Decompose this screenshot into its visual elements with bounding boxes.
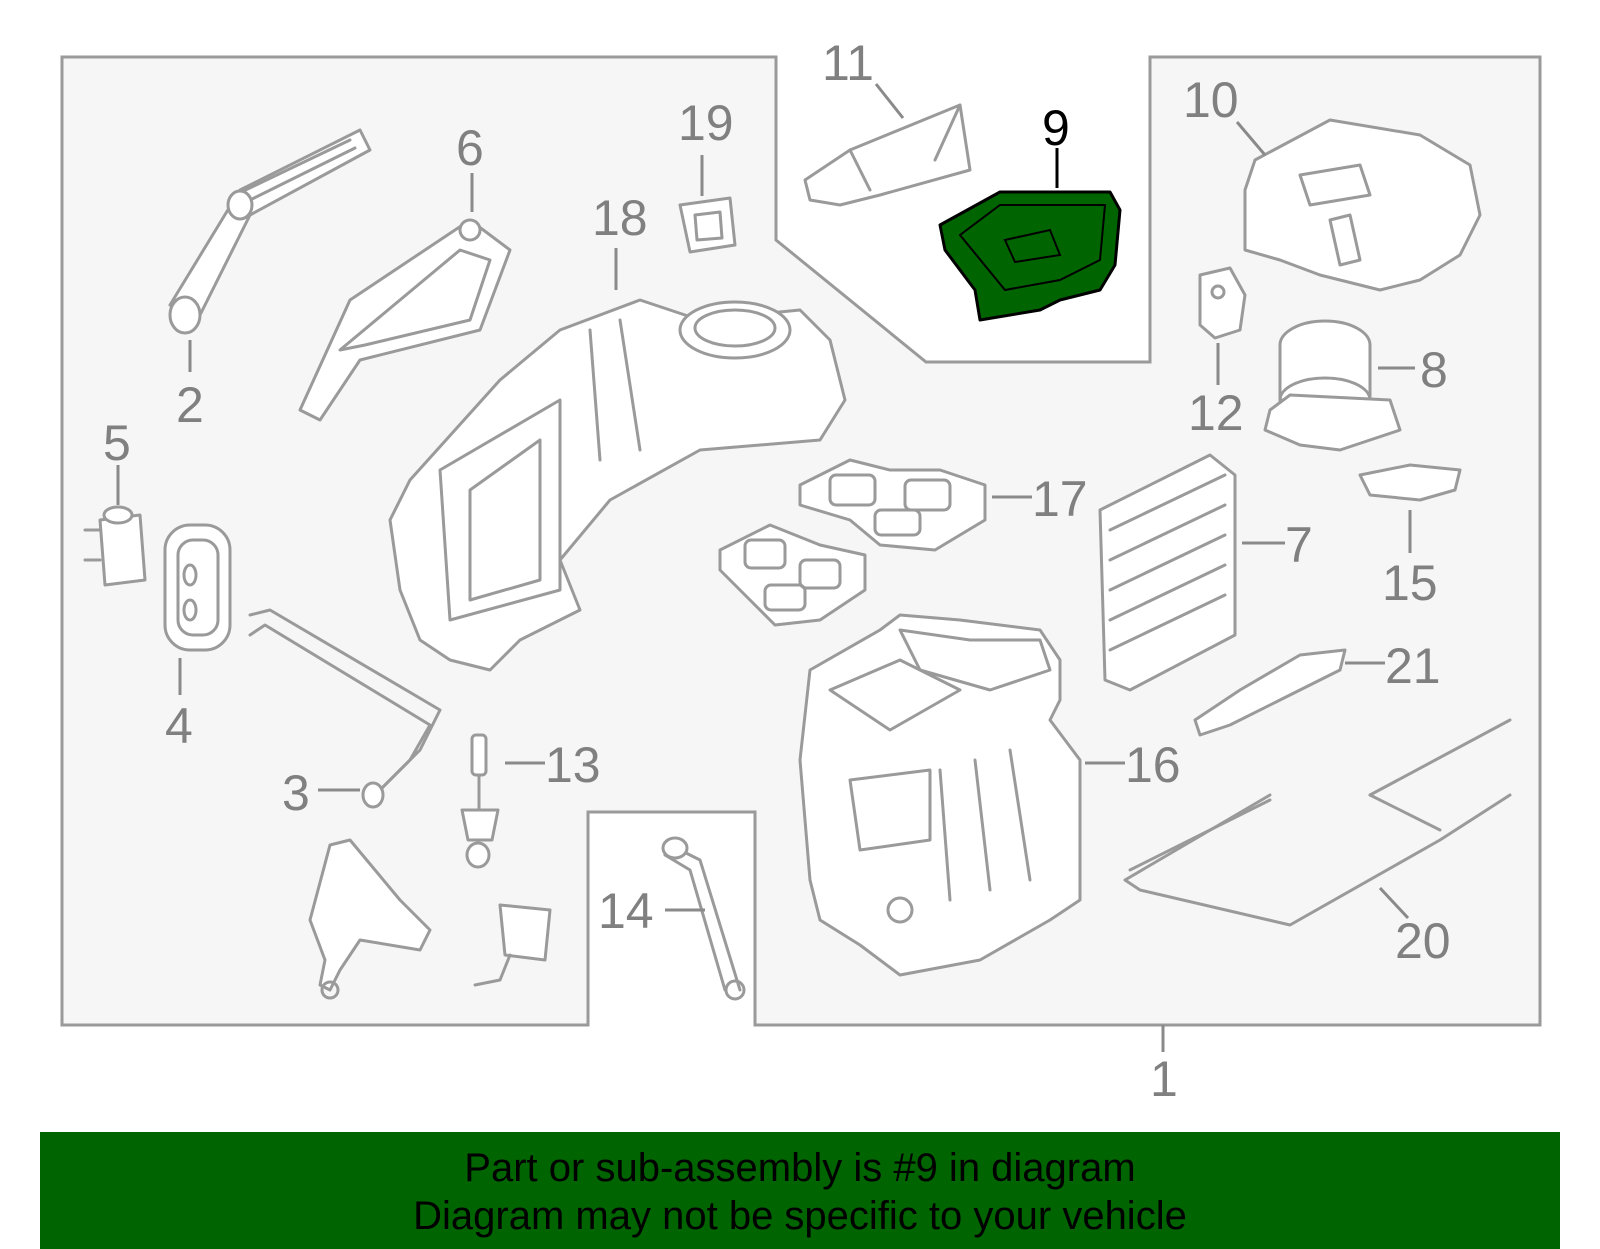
callout-7: 7 xyxy=(1285,517,1313,573)
part-11-duct[interactable] xyxy=(803,103,972,207)
part-3-pipe[interactable] xyxy=(248,608,442,809)
leader-10 xyxy=(1235,121,1267,156)
callout-10: 10 xyxy=(1183,72,1239,128)
callout-16: 16 xyxy=(1125,737,1181,793)
parts-diagram: 1 2 3 4 5 6 7 8 9 10 11 12 13 14 15 16 1… xyxy=(60,35,1542,1107)
part-17-gaskets[interactable] xyxy=(718,458,987,627)
part-4-gasket[interactable] xyxy=(163,523,232,652)
callout-14: 14 xyxy=(598,883,654,939)
part-6-heater-core[interactable] xyxy=(298,218,512,422)
callout-15: 15 xyxy=(1382,555,1438,611)
part-20-seal[interactable] xyxy=(1123,718,1512,927)
callout-18: 18 xyxy=(592,190,648,246)
banner-line-part: Part or sub-assembly is #9 in diagram xyxy=(464,1146,1136,1190)
callout-8: 8 xyxy=(1420,342,1448,398)
callout-6: 6 xyxy=(456,120,484,176)
part-7-cabin-filter[interactable] xyxy=(1098,453,1237,692)
callout-11: 11 xyxy=(822,35,874,91)
info-banner: Part or sub-assembly is #9 in diagram Di… xyxy=(40,1132,1560,1249)
callout-19: 19 xyxy=(678,95,734,151)
callout-13: 13 xyxy=(545,737,601,793)
part-13-sensor[interactable] xyxy=(460,733,500,869)
part-bracket-lower[interactable] xyxy=(308,838,432,1000)
callout-12: 12 xyxy=(1188,385,1244,441)
part-14-pipe[interactable] xyxy=(661,836,746,1001)
callout-1: 1 xyxy=(1150,1051,1178,1107)
part-5-sensor[interactable] xyxy=(83,505,147,587)
callout-17: 17 xyxy=(1032,471,1088,527)
part-15-resistor[interactable] xyxy=(1358,463,1462,502)
part-9-highlighted[interactable] xyxy=(938,190,1122,322)
banner-line-disclaimer: Diagram may not be specific to your vehi… xyxy=(413,1194,1187,1238)
part-21-bracket[interactable] xyxy=(1193,648,1347,737)
leader-11 xyxy=(874,83,905,119)
callout-4: 4 xyxy=(165,698,193,754)
part-connector-lower[interactable] xyxy=(473,903,552,987)
callout-3: 3 xyxy=(282,765,310,821)
callout-20: 20 xyxy=(1395,913,1451,969)
part-16-heater-case[interactable] xyxy=(798,613,1082,977)
part-2-evaporator[interactable] xyxy=(168,128,372,335)
part-8-blower-motor[interactable] xyxy=(1263,319,1402,452)
callout-2: 2 xyxy=(176,377,204,433)
leader-20 xyxy=(1378,886,1410,920)
callout-9: 9 xyxy=(1042,100,1070,156)
part-18-housing[interactable] xyxy=(388,298,847,672)
part-19-clip[interactable] xyxy=(678,196,737,254)
callout-21: 21 xyxy=(1385,638,1441,694)
callout-5: 5 xyxy=(103,415,131,471)
part-10-blower-housing[interactable] xyxy=(1243,118,1482,292)
part-12-actuator[interactable] xyxy=(1198,266,1247,340)
